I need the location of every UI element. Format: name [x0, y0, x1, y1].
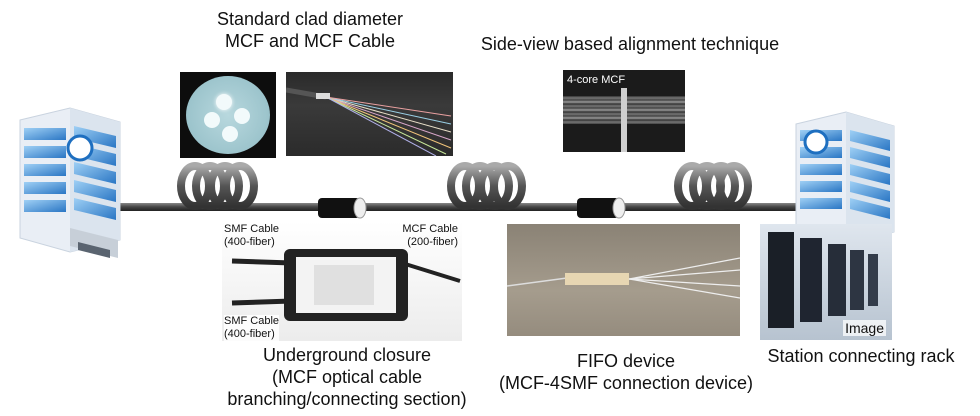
smf-cable-top-label: SMF Cable (400-fiber) — [224, 223, 279, 249]
mcf-cable-label: MCF Cable (200-fiber) — [402, 223, 458, 249]
fiber-coil-icon — [674, 162, 752, 210]
fifo-caption-line2: (MCF-4SMF connection device) — [498, 373, 754, 393]
fiber-coil-icon — [177, 162, 258, 210]
smf-cable-bottom-label: SMF Cable (400-fiber) — [224, 315, 280, 341]
connector-icon — [577, 197, 626, 219]
fifo-caption: FIFO device (MCF-4SMF connection device) — [488, 350, 764, 394]
smf-cable-bottom-line2: (400-fiber) — [224, 328, 275, 340]
mcf-cross-section-photo — [180, 72, 276, 158]
mcf-title-line2: MCF and MCF Cable — [224, 31, 396, 51]
fiber-coil-icon — [447, 162, 526, 210]
mcf-cable-line1: MCF Cable — [402, 223, 458, 235]
mcf-title: Standard clad diameter MCF and MCF Cable — [180, 8, 440, 52]
closure-caption-line2: (MCF optical cable — [271, 367, 423, 387]
alignment-overlay-label: 4-core MCF — [567, 74, 626, 86]
building-icon — [795, 111, 895, 247]
rack-caption: Station connecting rack — [767, 346, 955, 366]
mcf-title-line1: Standard clad diameter — [216, 9, 404, 29]
smf-cable-top-line1: SMF Cable — [224, 223, 280, 235]
mcf-cable-line2: (200-fiber) — [407, 236, 458, 248]
smf-cable-bottom-line1: SMF Cable — [224, 315, 280, 327]
alignment-title: Side-view based alignment technique — [480, 34, 780, 54]
fifo-device-photo — [507, 224, 740, 336]
mcf-cable-photo — [286, 72, 453, 156]
underground-closure-photo: SMF Cable (400-fiber) MCF Cable (200-fib… — [222, 221, 462, 341]
closure-caption: Underground closure (MCF optical cable b… — [222, 344, 472, 410]
alignment-photo: 4-core MCF — [563, 70, 685, 152]
station-rack-photo: Image — [760, 224, 892, 340]
connector-icon — [318, 197, 367, 219]
closure-caption-line3: branching/connecting section) — [227, 389, 467, 409]
image-label: Image — [843, 320, 886, 336]
closure-caption-line1: Underground closure — [262, 345, 432, 365]
fifo-caption-line1: FIFO device — [576, 351, 676, 371]
building-icon — [19, 107, 121, 258]
smf-cable-top-line2: (400-fiber) — [224, 236, 275, 248]
